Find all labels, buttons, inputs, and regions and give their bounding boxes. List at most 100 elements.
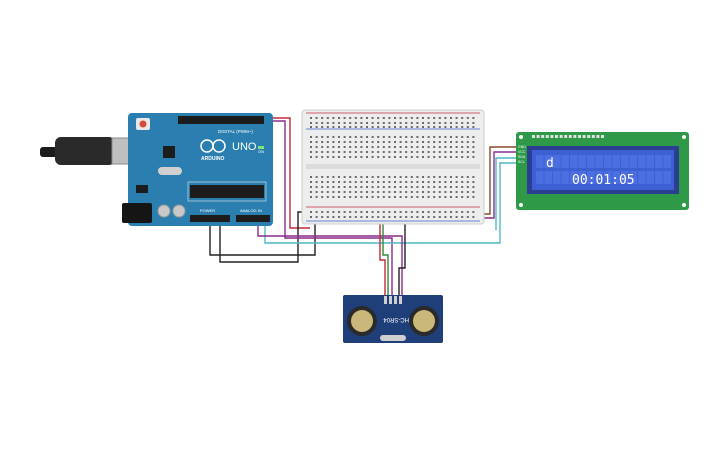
- breadboard-hole[interactable]: [410, 151, 413, 153]
- breadboard-hole[interactable]: [371, 146, 374, 148]
- breadboard-hole[interactable]: [321, 136, 324, 138]
- breadboard-hole[interactable]: [433, 141, 436, 143]
- breadboard-hole[interactable]: [382, 211, 385, 213]
- breadboard-hole[interactable]: [461, 151, 464, 153]
- breadboard-hole[interactable]: [388, 176, 391, 178]
- breadboard-hole[interactable]: [315, 216, 318, 218]
- breadboard-hole[interactable]: [366, 196, 368, 198]
- breadboard-hole[interactable]: [427, 191, 430, 193]
- breadboard-hole[interactable]: [360, 117, 363, 119]
- breadboard-hole[interactable]: [310, 156, 312, 158]
- breadboard-hole[interactable]: [472, 117, 475, 119]
- breadboard-hole[interactable]: [338, 181, 340, 183]
- breadboard-hole[interactable]: [321, 216, 324, 218]
- ultrasonic-sensor[interactable]: HC-SR04: [343, 295, 443, 343]
- breadboard-hole[interactable]: [349, 216, 352, 218]
- breadboard-hole[interactable]: [466, 216, 469, 218]
- breadboard-hole[interactable]: [450, 141, 452, 143]
- breadboard-hole[interactable]: [321, 146, 324, 148]
- breadboard-hole[interactable]: [310, 176, 312, 178]
- breadboard-hole[interactable]: [360, 126, 363, 128]
- breadboard-hole[interactable]: [360, 122, 363, 124]
- breadboard-hole[interactable]: [399, 196, 402, 198]
- breadboard-hole[interactable]: [461, 122, 464, 124]
- breadboard-hole[interactable]: [377, 181, 380, 183]
- breadboard-hole[interactable]: [444, 211, 447, 213]
- breadboard-hole[interactable]: [371, 122, 374, 124]
- breadboard-hole[interactable]: [338, 216, 340, 218]
- breadboard-hole[interactable]: [450, 216, 452, 218]
- breadboard-hole[interactable]: [455, 176, 458, 178]
- wire-green-trig[interactable]: [382, 212, 389, 295]
- breadboard-hole[interactable]: [444, 196, 447, 198]
- breadboard-hole[interactable]: [326, 122, 329, 124]
- breadboard-hole[interactable]: [371, 216, 374, 218]
- breadboard-hole[interactable]: [377, 146, 380, 148]
- breadboard-hole[interactable]: [354, 146, 357, 148]
- breadboard-hole[interactable]: [461, 211, 464, 213]
- breadboard-hole[interactable]: [349, 211, 352, 213]
- breadboard-hole[interactable]: [371, 151, 374, 153]
- breadboard-hole[interactable]: [310, 141, 312, 143]
- breadboard-hole[interactable]: [332, 126, 335, 128]
- breadboard-hole[interactable]: [416, 216, 419, 218]
- breadboard-hole[interactable]: [438, 216, 441, 218]
- breadboard-hole[interactable]: [371, 186, 374, 188]
- breadboard-hole[interactable]: [472, 146, 475, 148]
- breadboard-hole[interactable]: [388, 186, 391, 188]
- breadboard-hole[interactable]: [382, 126, 385, 128]
- breadboard-hole[interactable]: [338, 117, 340, 119]
- breadboard-hole[interactable]: [315, 126, 318, 128]
- breadboard-hole[interactable]: [326, 126, 329, 128]
- breadboard-hole[interactable]: [354, 181, 357, 183]
- breadboard-hole[interactable]: [394, 156, 396, 158]
- breadboard-hole[interactable]: [343, 181, 346, 183]
- breadboard-hole[interactable]: [466, 151, 469, 153]
- breadboard-hole[interactable]: [405, 126, 408, 128]
- breadboard-hole[interactable]: [338, 122, 340, 124]
- breadboard-hole[interactable]: [338, 141, 340, 143]
- breadboard-hole[interactable]: [326, 186, 329, 188]
- breadboard-hole[interactable]: [388, 141, 391, 143]
- breadboard-hole[interactable]: [388, 146, 391, 148]
- breadboard-hole[interactable]: [410, 126, 413, 128]
- breadboard-hole[interactable]: [360, 196, 363, 198]
- breadboard-hole[interactable]: [450, 176, 452, 178]
- breadboard-hole[interactable]: [427, 117, 430, 119]
- breadboard-hole[interactable]: [405, 141, 408, 143]
- breadboard-hole[interactable]: [466, 122, 469, 124]
- breadboard-hole[interactable]: [377, 156, 380, 158]
- breadboard-hole[interactable]: [371, 141, 374, 143]
- breadboard-hole[interactable]: [438, 181, 441, 183]
- breadboard-hole[interactable]: [438, 156, 441, 158]
- breadboard-hole[interactable]: [366, 146, 368, 148]
- breadboard-hole[interactable]: [388, 117, 391, 119]
- breadboard-hole[interactable]: [315, 186, 318, 188]
- breadboard-hole[interactable]: [433, 191, 436, 193]
- breadboard-hole[interactable]: [394, 136, 396, 138]
- breadboard-hole[interactable]: [455, 216, 458, 218]
- breadboard-hole[interactable]: [321, 196, 324, 198]
- breadboard-hole[interactable]: [399, 156, 402, 158]
- breadboard-hole[interactable]: [455, 117, 458, 119]
- breadboard-hole[interactable]: [427, 186, 430, 188]
- breadboard-hole[interactable]: [349, 196, 352, 198]
- breadboard-hole[interactable]: [416, 146, 419, 148]
- breadboard-hole[interactable]: [410, 156, 413, 158]
- breadboard-hole[interactable]: [366, 151, 368, 153]
- breadboard-hole[interactable]: [343, 126, 346, 128]
- breadboard-hole[interactable]: [450, 181, 452, 183]
- breadboard-hole[interactable]: [399, 186, 402, 188]
- breadboard-hole[interactable]: [466, 186, 469, 188]
- breadboard-hole[interactable]: [472, 176, 475, 178]
- breadboard-hole[interactable]: [394, 176, 396, 178]
- breadboard-hole[interactable]: [394, 122, 396, 124]
- breadboard-hole[interactable]: [455, 186, 458, 188]
- breadboard-hole[interactable]: [444, 122, 447, 124]
- breadboard-hole[interactable]: [326, 176, 329, 178]
- breadboard-hole[interactable]: [416, 186, 419, 188]
- breadboard-hole[interactable]: [394, 181, 396, 183]
- breadboard-hole[interactable]: [360, 151, 363, 153]
- breadboard-hole[interactable]: [388, 151, 391, 153]
- breadboard-hole[interactable]: [354, 136, 357, 138]
